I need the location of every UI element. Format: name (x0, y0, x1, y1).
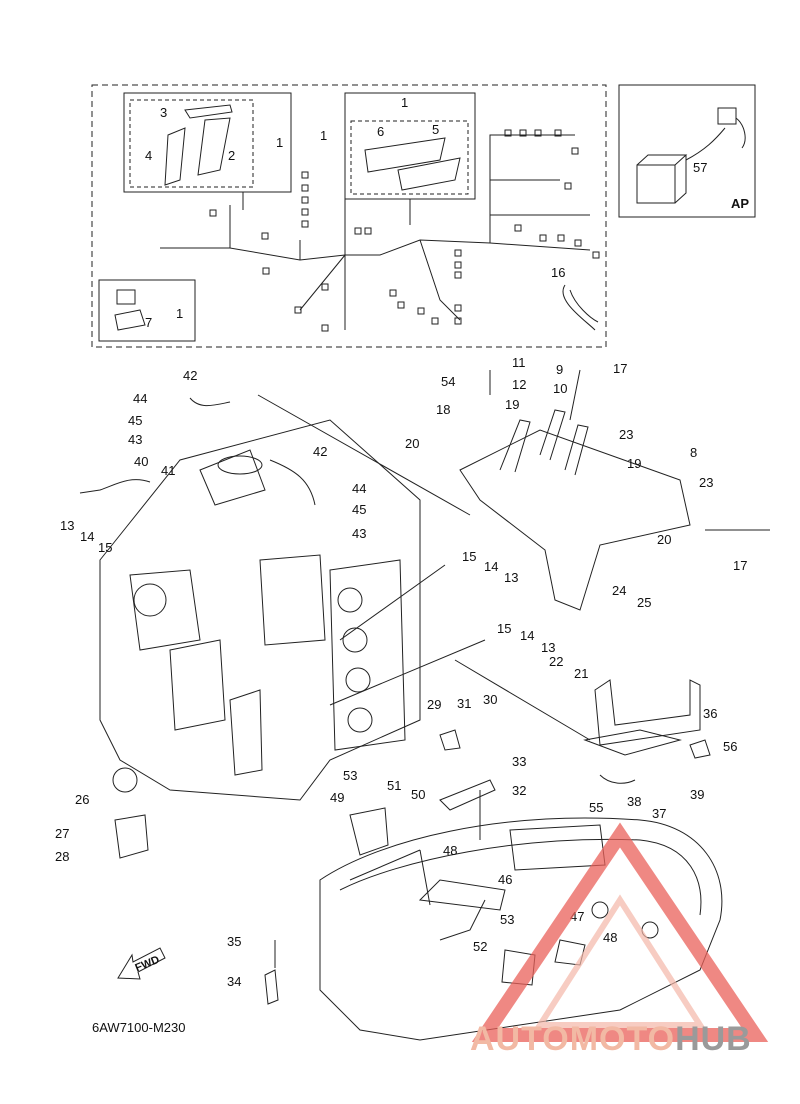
bracket-8 (459, 369, 770, 611)
callout-9: 9 (556, 362, 563, 377)
callout-42a: 42 (183, 368, 197, 383)
callout-2: 2 (228, 148, 235, 163)
callout-25: 25 (637, 595, 651, 610)
callout-3: 3 (160, 105, 167, 120)
callout-53b: 53 (500, 912, 514, 927)
engine-block (99, 419, 421, 801)
callout-6: 6 (377, 124, 384, 139)
callout-13a: 13 (60, 518, 74, 533)
callout-14b: 14 (484, 559, 498, 574)
fwd-label: FWD (133, 954, 161, 975)
callout-37: 37 (652, 806, 666, 821)
callout-34: 34 (227, 974, 241, 989)
callout-10: 10 (553, 381, 567, 396)
callout-31: 31 (457, 696, 471, 711)
callout-44a: 44 (133, 391, 147, 406)
ap-label: AP (731, 196, 750, 211)
callout-21: 21 (574, 666, 588, 681)
callout-38: 38 (627, 794, 641, 809)
callout-53a: 53 (343, 768, 357, 783)
watermark-text: AUTOMOTOHUB (470, 1020, 752, 1059)
bracket-36 (583, 679, 701, 756)
callout-39: 39 (690, 787, 704, 802)
callout-50: 50 (411, 787, 425, 802)
callout-26: 26 (75, 792, 89, 807)
callout-35: 35 (227, 934, 241, 949)
callout-15a: 15 (98, 540, 112, 555)
callout-54: 54 (441, 374, 455, 389)
callout-13b: 13 (504, 570, 518, 585)
callout-14a: 14 (80, 529, 94, 544)
small-parts (79, 394, 711, 1005)
callout-57: 57 (693, 160, 707, 175)
callout-16: 16 (551, 265, 565, 280)
callout-48a: 48 (443, 843, 457, 858)
callout-5: 5 (432, 122, 439, 137)
callout-32: 32 (512, 783, 526, 798)
callout-13c: 13 (541, 640, 555, 655)
callout-42b: 42 (313, 444, 327, 459)
callout-56: 56 (723, 739, 737, 754)
callout-18: 18 (436, 402, 450, 417)
callout-1a: 1 (276, 135, 283, 150)
callout-4: 4 (145, 148, 152, 163)
callout-22: 22 (549, 654, 563, 669)
watermark-text-part1: AUTOMOTO (470, 1020, 676, 1058)
callout-23b: 23 (699, 475, 713, 490)
callout-46: 46 (498, 872, 512, 887)
callout-20a: 20 (405, 436, 419, 451)
callout-8: 8 (690, 445, 697, 460)
callout-15c: 15 (497, 621, 511, 636)
callout-33: 33 (512, 754, 526, 769)
callout-43b: 43 (352, 526, 366, 541)
callout-23a: 23 (619, 427, 633, 442)
callout-30: 30 (483, 692, 497, 707)
callout-1d: 1 (176, 306, 183, 321)
callout-48b: 48 (603, 930, 617, 945)
callout-12: 12 (512, 377, 526, 392)
callout-28: 28 (55, 849, 69, 864)
callout-55: 55 (589, 800, 603, 815)
callout-19a: 19 (505, 397, 519, 412)
callout-17a: 17 (613, 361, 627, 376)
callout-29: 29 (427, 697, 441, 712)
callout-14c: 14 (520, 628, 534, 643)
callout-43a: 43 (128, 432, 142, 447)
harness-kit-group (91, 84, 607, 348)
callout-1b: 1 (320, 128, 327, 143)
callout-labels: 1 2 3 4 5 6 7 8 9 10 11 12 13 14 15 16 1… (55, 95, 747, 989)
callout-7: 7 (145, 315, 152, 330)
callout-49: 49 (330, 790, 344, 805)
callout-17b: 17 (733, 558, 747, 573)
callout-41: 41 (161, 463, 175, 478)
callout-24: 24 (612, 583, 626, 598)
callout-45a: 45 (128, 413, 142, 428)
watermark-text-part2: HUB (675, 1020, 752, 1058)
callout-40: 40 (134, 454, 148, 469)
callout-44b: 44 (352, 481, 366, 496)
callout-15b: 15 (462, 549, 476, 564)
callout-11: 11 (512, 355, 526, 370)
callout-27: 27 (55, 826, 69, 841)
bottom-cowling (319, 817, 723, 1041)
callout-19b: 19 (627, 456, 641, 471)
diagram-part-code: 6AW7100-M230 (92, 1020, 186, 1035)
callout-36: 36 (703, 706, 717, 721)
callout-1c: 1 (401, 95, 408, 110)
callout-52: 52 (473, 939, 487, 954)
watermark-logo (471, 822, 769, 1042)
callout-20b: 20 (657, 532, 671, 547)
callout-51: 51 (387, 778, 401, 793)
callout-45b: 45 (352, 502, 366, 517)
ap-kit-group (618, 84, 756, 218)
